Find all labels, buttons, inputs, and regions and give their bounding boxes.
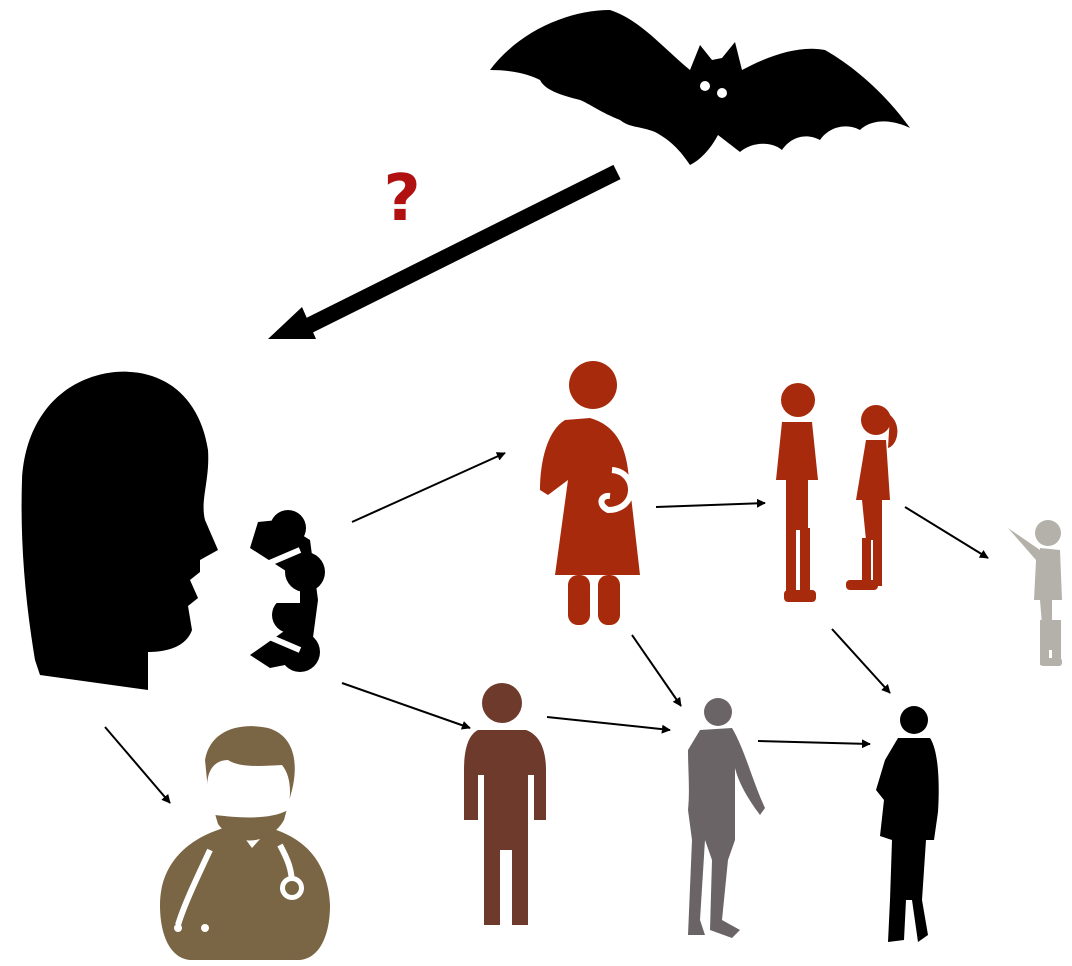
transmission-links bbox=[104, 452, 989, 804]
question-mark: ? bbox=[383, 162, 420, 236]
link-patient-zero-to-doctor bbox=[104, 726, 171, 804]
child-pointing-icon bbox=[1008, 520, 1062, 666]
uncertain-link-arrowhead bbox=[268, 307, 316, 339]
child-girl-icon bbox=[846, 405, 898, 590]
coughing-head-icon bbox=[21, 371, 325, 690]
link-brown-man-to-walking-man bbox=[546, 716, 671, 734]
link-pregnant-woman-to-boy bbox=[655, 498, 766, 508]
man-icon bbox=[464, 683, 546, 925]
child-boy-icon bbox=[776, 383, 818, 602]
bat-icon bbox=[490, 10, 910, 165]
walking-man-icon bbox=[688, 698, 765, 938]
link-patient-zero-to-brown-man bbox=[341, 682, 471, 730]
link-girl-to-pointing-child bbox=[904, 506, 989, 559]
link-pregnant-woman-to-walking-man bbox=[631, 634, 682, 707]
doctor-stethoscope-icon bbox=[160, 726, 330, 960]
link-boy-to-standing-man bbox=[831, 628, 891, 694]
standing-man-icon bbox=[876, 706, 939, 942]
pregnant-woman-icon bbox=[540, 361, 640, 625]
uncertain-link-arrow bbox=[296, 164, 621, 338]
link-patient-zero-to-pregnant-woman bbox=[351, 452, 506, 523]
link-walking-man-to-standing-man bbox=[757, 739, 871, 749]
